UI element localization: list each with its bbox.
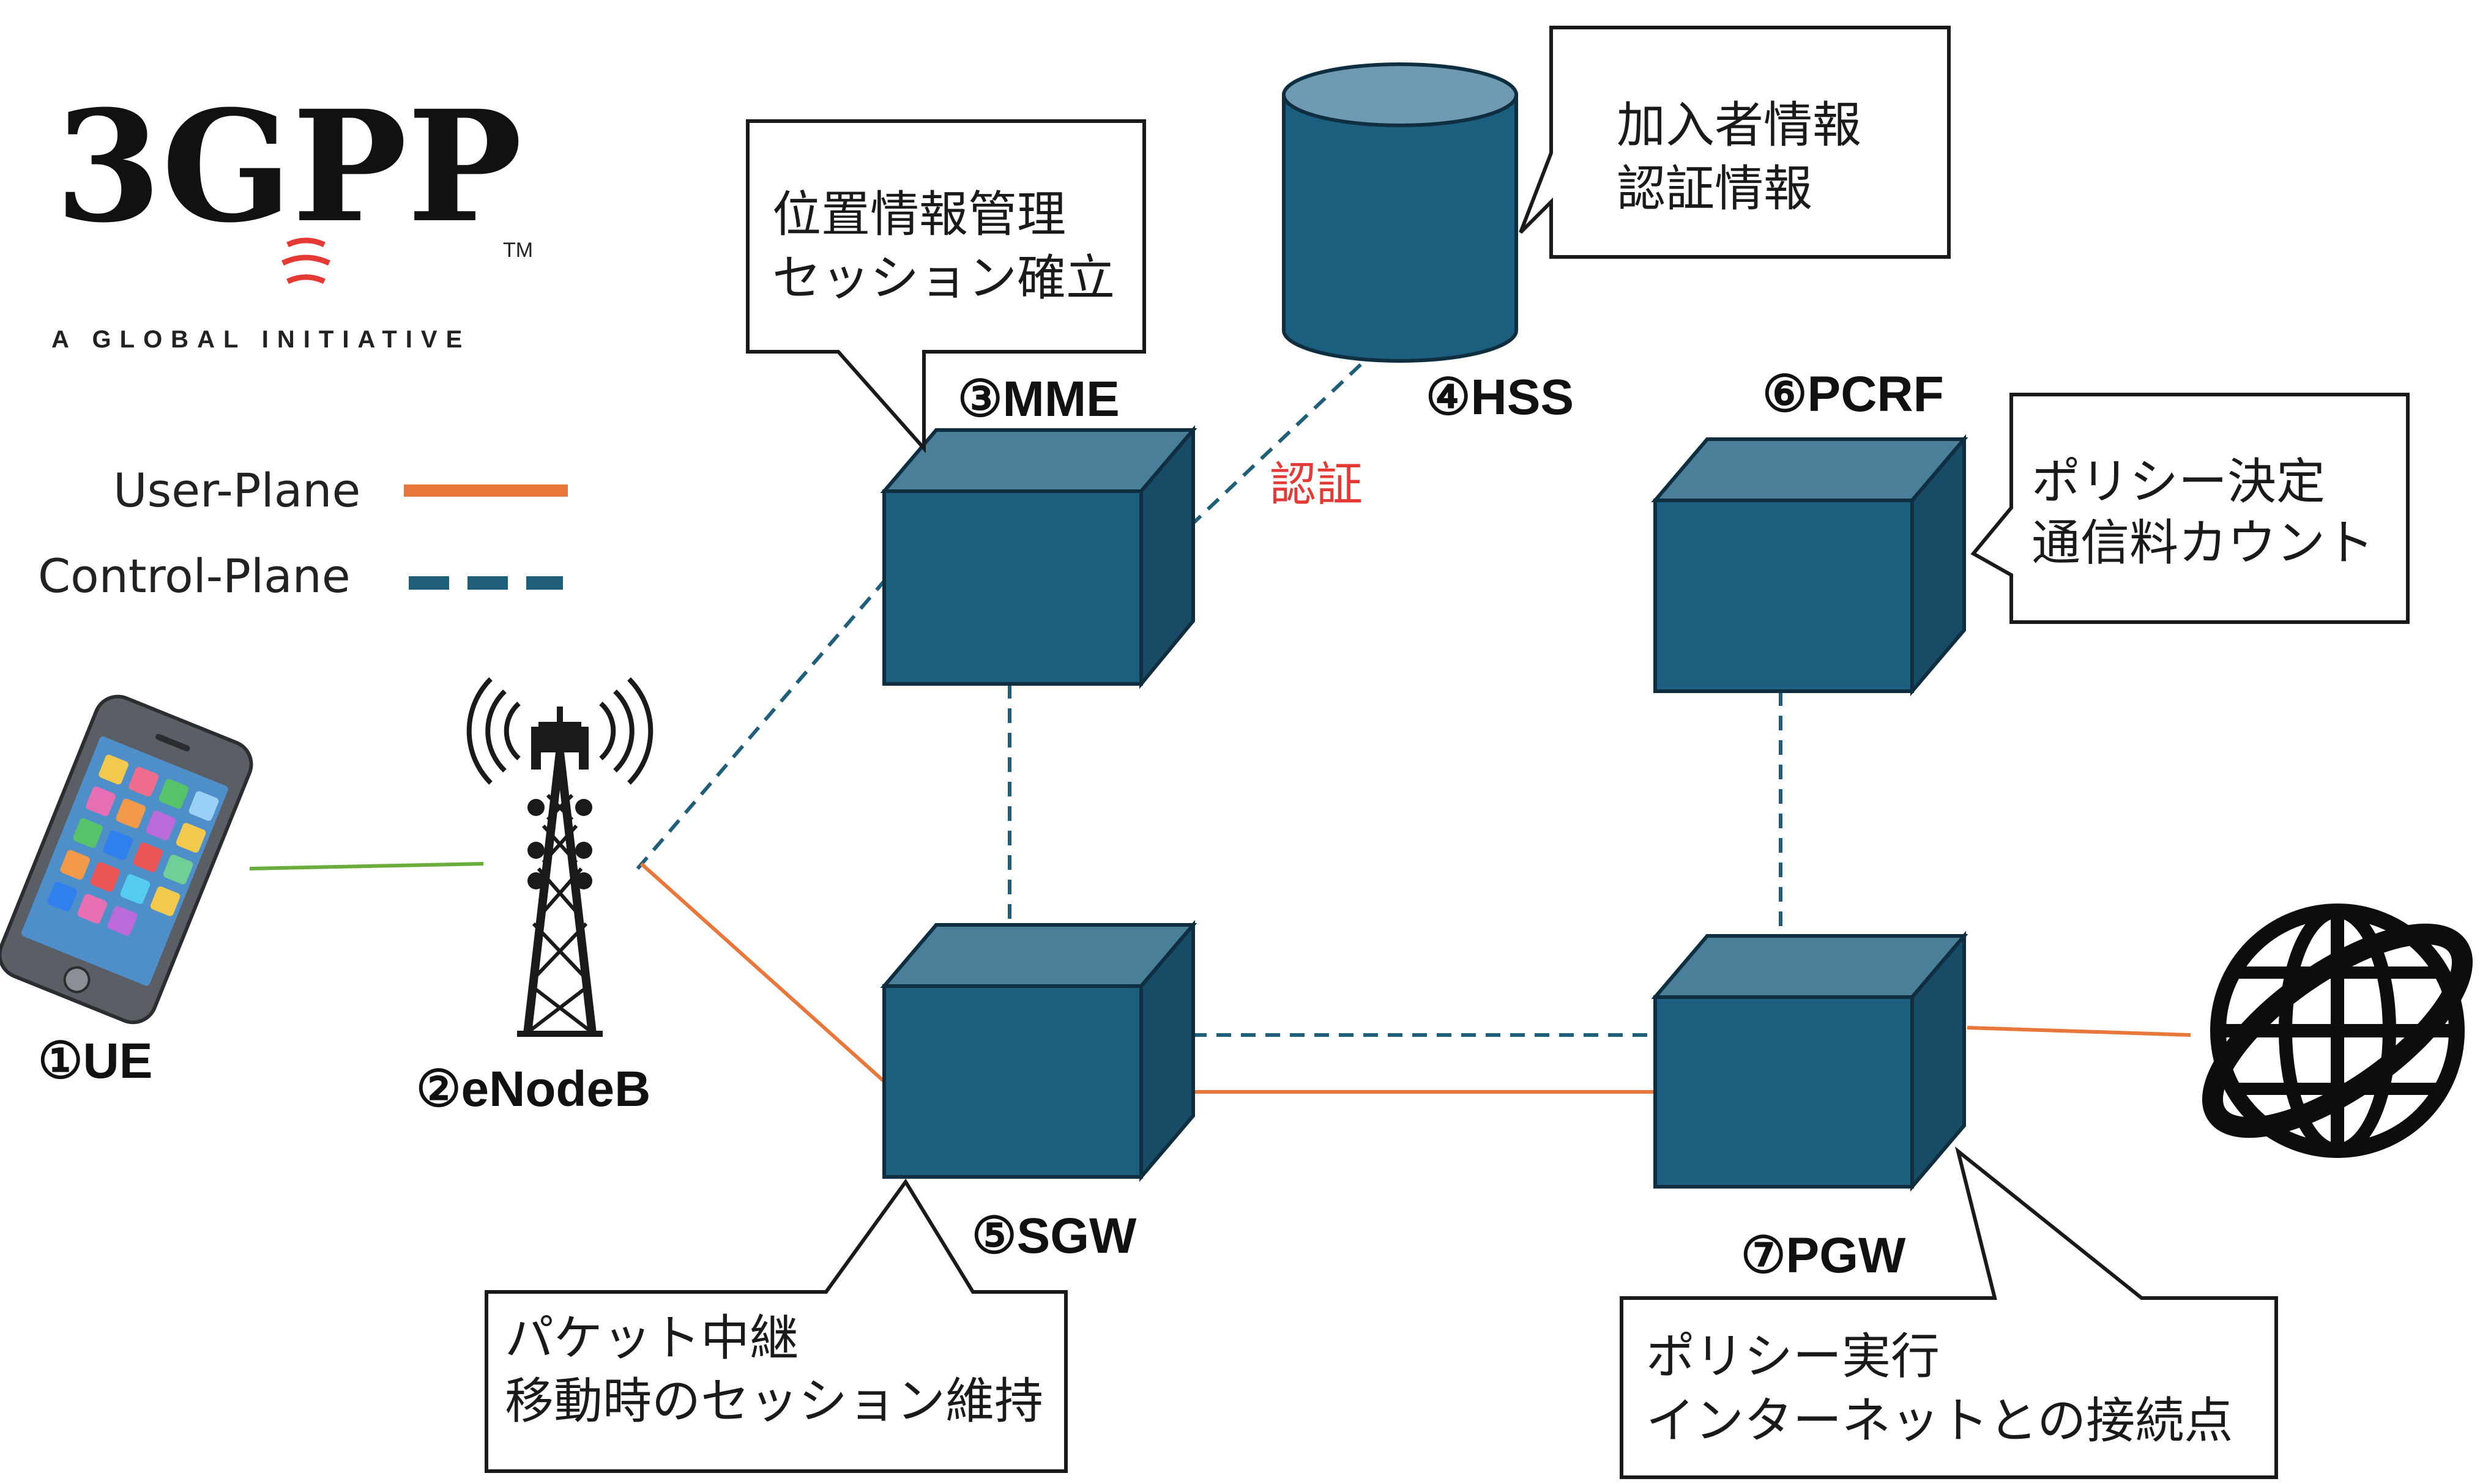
mme-callout: 位置情報管理 セッション確立: [746, 119, 1146, 453]
pcrf-callout: ポリシー決定 通信料カウント: [1970, 393, 2410, 624]
link-enodeb-mme: [636, 580, 886, 870]
link-ue-enodeb: [249, 862, 484, 870]
mme-label: ③MME: [958, 371, 1120, 427]
link-enodeb-sgw: [639, 862, 886, 1083]
mme-callout-line1: 位置情報管理: [772, 186, 1066, 243]
sgw-callout: パケット中継 移動時のセッション維持: [485, 1178, 1068, 1473]
mme-callout-line2: セッション確立: [772, 250, 1115, 306]
pgw-callout-line1: ポリシー実行: [1646, 1328, 1940, 1385]
pcrf-callout-line2: 通信料カウント: [2031, 514, 2374, 571]
sgw-box[interactable]: [880, 919, 1197, 1182]
database-cylinder-icon[interactable]: [1282, 62, 1518, 363]
links: [249, 359, 2191, 1094]
mme-box[interactable]: [880, 425, 1197, 689]
link-pgw-internet: [1967, 1026, 2191, 1037]
hss-label: ④HSS: [1426, 369, 1574, 425]
3gpp-logo: 3GPP TM A GLOBAL INITIATIVE: [51, 76, 533, 353]
sgw-label: ⑤SGW: [972, 1208, 1137, 1264]
pgw-callout-line2: インターネットとの接続点: [1646, 1392, 2233, 1449]
cell-tower-icon[interactable]: [466, 677, 654, 1037]
legend-user-plane-label: User-Plane: [113, 463, 360, 518]
link-mme-hss: [1188, 359, 1366, 528]
hss-callout-line1: 加入者情報: [1617, 97, 1861, 154]
hss-callout: 加入者情報 認証情報: [1519, 26, 1951, 259]
legend-control-plane-label: Control-Plane: [38, 549, 351, 603]
hss-callout-line2: 認証情報: [1617, 160, 1812, 217]
globe-icon[interactable]: [2184, 899, 2480, 1163]
pgw-box[interactable]: [1651, 930, 1968, 1192]
legend: User-Plane Control-Plane: [38, 463, 568, 603]
sgw-callout-line1: パケット中継: [505, 1310, 799, 1367]
logo-tm: TM: [503, 239, 533, 262]
pcrf-label: ⑥PCRF: [1762, 366, 1944, 422]
pcrf-box[interactable]: [1651, 434, 1968, 697]
pgw-label: ⑦PGW: [1741, 1228, 1906, 1283]
ue-label: ①UE: [38, 1033, 152, 1089]
smartphone-icon[interactable]: [0, 689, 258, 1029]
pcrf-callout-line1: ポリシー決定: [2031, 453, 2325, 510]
pgw-callout: ポリシー実行 インターネットとの接続点: [1620, 1146, 2278, 1479]
logo-wordmark: 3GPP: [55, 76, 522, 256]
sgw-callout-line2: 移動時のセッション維持: [505, 1373, 1043, 1430]
auth-label: 認証: [1270, 457, 1363, 511]
logo-subtitle: A GLOBAL INITIATIVE: [51, 326, 471, 353]
logo-signal-mark: [281, 237, 330, 284]
enodeb-label: ②eNodeB: [416, 1061, 650, 1117]
